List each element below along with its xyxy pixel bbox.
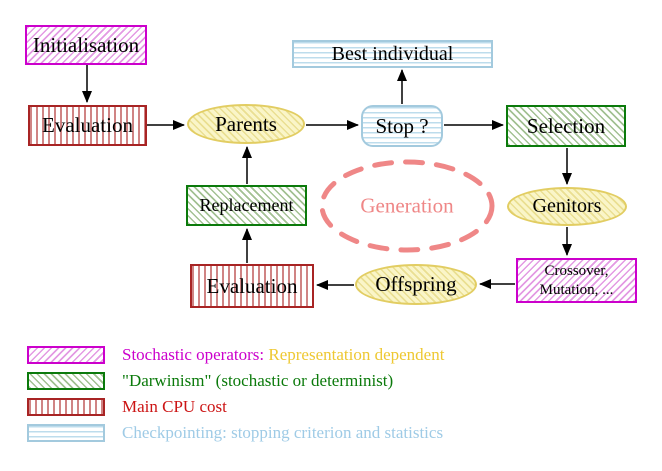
node-evaluation-bottom-label: Evaluation bbox=[206, 273, 298, 298]
legend-swatch-stochastic bbox=[27, 346, 105, 364]
node-crossover-mutation: Crossover, Mutation, ... bbox=[516, 258, 637, 303]
node-generation-label: Generation bbox=[360, 193, 454, 218]
node-evaluation-top: Evaluation bbox=[28, 105, 147, 146]
crossover-line1: Crossover, bbox=[544, 262, 609, 279]
node-selection-label: Selection bbox=[526, 113, 606, 138]
node-offspring-label: Offspring bbox=[375, 272, 457, 297]
legend-swatch-cpu bbox=[27, 398, 105, 416]
node-stop-label: Stop ? bbox=[375, 113, 429, 138]
legend-stochastic-extra: Representation dependent bbox=[268, 345, 445, 364]
node-initialisation-label: Initialisation bbox=[32, 32, 140, 57]
node-genitors: Genitors bbox=[507, 187, 627, 226]
node-stop: Stop ? bbox=[361, 105, 443, 147]
node-replacement-label: Replacement bbox=[199, 195, 294, 216]
node-offspring: Offspring bbox=[355, 264, 477, 305]
legend-text-stochastic: Stochastic operators: Representation dep… bbox=[122, 345, 444, 365]
node-parents-label: Parents bbox=[215, 111, 277, 136]
node-best-individual-label: Best individual bbox=[331, 42, 454, 65]
node-evaluation-top-label: Evaluation bbox=[42, 113, 133, 138]
legend-text-cpu: Main CPU cost bbox=[122, 397, 227, 416]
node-selection: Selection bbox=[506, 105, 626, 147]
legend-text-darwinism: "Darwinism" (stochastic or determinist) bbox=[122, 371, 394, 390]
node-genitors-label: Genitors bbox=[532, 195, 602, 217]
node-parents: Parents bbox=[187, 104, 305, 144]
node-best-individual: Best individual bbox=[292, 40, 493, 68]
node-initialisation: Initialisation bbox=[25, 25, 147, 65]
legend-stochastic-label: Stochastic operators: bbox=[122, 345, 265, 364]
generation-dashed-ellipse bbox=[319, 159, 495, 253]
crossover-line2: Mutation, ... bbox=[539, 281, 614, 298]
node-crossover-mutation-label: Crossover, Mutation, ... bbox=[540, 262, 614, 300]
legend-text-checkpointing: Checkpointing: stopping criterion and st… bbox=[122, 423, 444, 442]
node-evaluation-bottom: Evaluation bbox=[190, 264, 314, 308]
legend-swatch-darwinism bbox=[27, 372, 105, 390]
node-replacement: Replacement bbox=[186, 185, 307, 226]
legend-swatch-checkpointing bbox=[27, 424, 105, 442]
